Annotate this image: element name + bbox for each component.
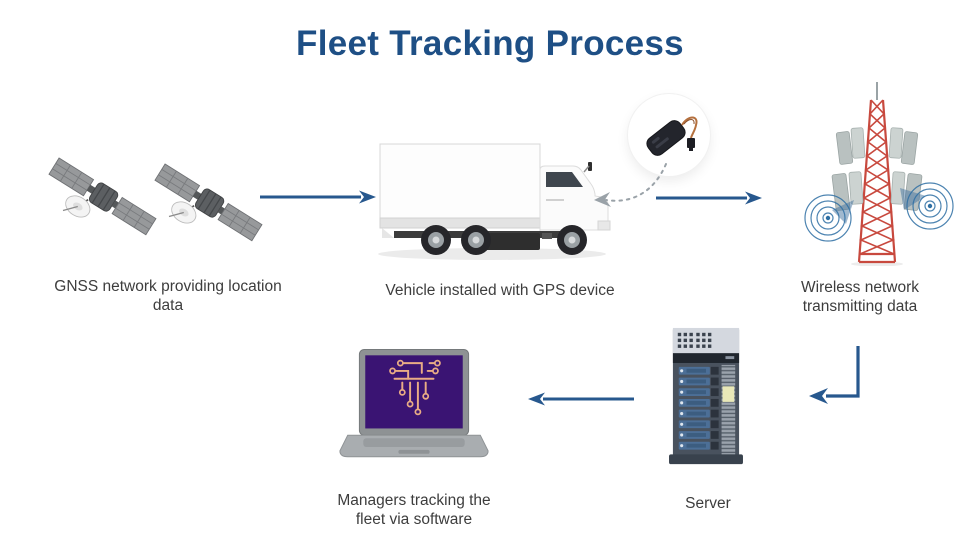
gps-tracker-inset xyxy=(628,94,710,176)
signal-waves-right xyxy=(906,182,954,230)
arrow-gnss-to-vehicle xyxy=(260,190,376,204)
caption-gnss: GNSS network providing location data xyxy=(54,277,282,314)
arrow-server-to-managers xyxy=(528,392,634,406)
laptop-screen xyxy=(365,355,463,429)
satellite-icon xyxy=(48,157,157,236)
server-rack-icon xyxy=(669,327,743,465)
gps-tracker-icon xyxy=(646,116,698,156)
caption-wireless: Wireless network transmitting data xyxy=(801,278,919,315)
signal-waves-left xyxy=(804,194,852,242)
satellite-icon xyxy=(154,163,263,242)
caption-vehicle: Vehicle installed with GPS device xyxy=(385,281,615,299)
arrow-wireless-to-server xyxy=(809,346,860,404)
caption-managers: Managers tracking the fleet via software xyxy=(337,491,491,528)
arrow-vehicle-to-wireless xyxy=(656,191,762,205)
circuit-logo xyxy=(389,359,441,416)
caption-server: Server xyxy=(685,494,731,512)
laptop-icon xyxy=(339,348,489,458)
page-title: Fleet Tracking Process xyxy=(296,24,684,63)
box-truck-icon xyxy=(378,143,611,260)
arrow-gps-tracker-to-vehicle xyxy=(594,163,667,207)
cell-tower-icon xyxy=(804,82,954,266)
